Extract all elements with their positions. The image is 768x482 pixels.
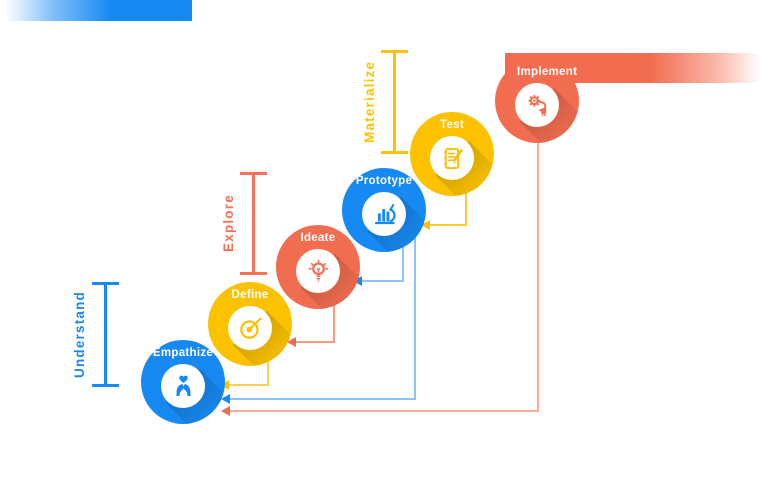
bracket-line xyxy=(393,50,396,154)
stage-test: Test xyxy=(410,112,494,196)
stage-empathize: Empathize xyxy=(141,340,225,424)
arrow-test-to-prototype xyxy=(429,224,467,226)
stage-disc xyxy=(495,59,579,143)
prototype-icon-circle xyxy=(362,192,406,236)
hands-heart-icon xyxy=(175,375,191,396)
stage-label: Prototype xyxy=(355,175,413,187)
ideate-icon-circle xyxy=(296,249,340,293)
stage-disc xyxy=(141,340,225,424)
stage-ideate: Ideate xyxy=(276,225,360,309)
bracket-cap xyxy=(240,172,267,175)
entry-ribbon xyxy=(0,0,192,21)
bracket-cap xyxy=(381,50,408,53)
stage-label: Ideate xyxy=(300,232,336,244)
stage-define: Define xyxy=(208,282,292,366)
lightbulb-icon xyxy=(308,258,328,282)
arrow-prototype-to-empathize xyxy=(229,398,416,400)
stage-disc xyxy=(342,168,426,252)
stage-label: Implement xyxy=(517,66,578,78)
test-icon-circle xyxy=(430,136,474,180)
empathize-icon-circle xyxy=(161,364,205,408)
arrow-implement-to-empathize xyxy=(537,128,539,412)
arrowhead xyxy=(287,337,296,347)
arrow-prototype-to-ideate xyxy=(361,280,404,282)
target-dart-icon xyxy=(239,316,262,339)
stage-label: Define xyxy=(231,289,269,301)
bracket-line xyxy=(104,282,107,387)
arrowhead xyxy=(221,394,230,404)
arrow-define-to-empathize xyxy=(267,340,269,386)
bracket-cap xyxy=(240,272,267,275)
checklist-pencil-icon xyxy=(443,147,463,169)
phase-label: Understand xyxy=(72,291,87,379)
phase-explore: Explore xyxy=(215,172,267,275)
define-icon-circle xyxy=(228,306,272,350)
arrow-ideate-to-define xyxy=(295,341,335,343)
stage-prototype: Prototype xyxy=(342,168,426,252)
arrow-ideate-to-define xyxy=(333,287,335,343)
phase-label: Materialize xyxy=(362,60,377,144)
stage-label: Empathize xyxy=(152,347,214,359)
arrowhead xyxy=(421,220,430,230)
stage-implement: Implement xyxy=(495,59,579,143)
phase-label: Explore xyxy=(221,194,236,253)
gear-launch-icon xyxy=(527,94,546,116)
implement-icon-circle xyxy=(515,83,559,127)
bracket-cap xyxy=(92,384,119,387)
stage-disc xyxy=(410,112,494,196)
arrow-prototype-to-empathize xyxy=(414,230,416,400)
stage-disc xyxy=(276,225,360,309)
arrow-prototype-to-ideate xyxy=(402,230,404,282)
bracket-line xyxy=(252,172,255,275)
arrowhead xyxy=(221,406,230,416)
phase-understand: Understand xyxy=(66,282,119,387)
arrow-define-to-empathize xyxy=(228,384,269,386)
phase-materialize: Materialize xyxy=(356,50,408,154)
bracket-cap xyxy=(92,282,119,285)
prototype-tools-icon xyxy=(374,203,396,224)
arrow-test-to-prototype xyxy=(465,174,467,226)
bracket-cap xyxy=(381,151,408,154)
arrow-implement-to-empathize xyxy=(229,410,539,412)
stage-label: Test xyxy=(440,119,464,131)
stage-disc xyxy=(208,282,292,366)
